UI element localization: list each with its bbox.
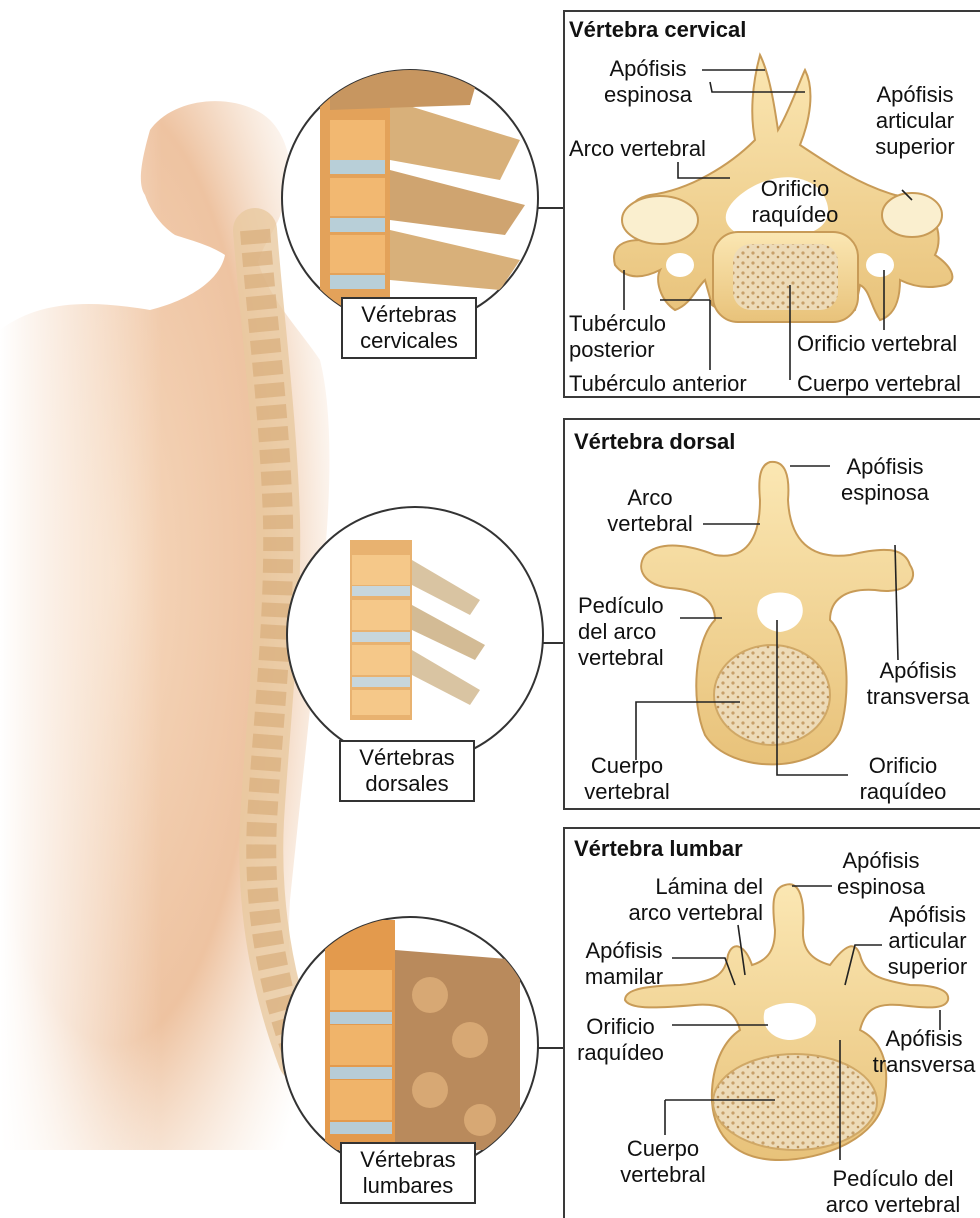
label-line: Arco bbox=[595, 485, 705, 511]
lumbar-tag: Vértebras lumbares bbox=[340, 1142, 476, 1204]
label-line: mamilar bbox=[575, 964, 673, 990]
lumbar-label-apofisis-transversa: Apófisis transversa bbox=[868, 1026, 980, 1078]
label-line: Apófisis bbox=[858, 658, 978, 684]
lumbar-tag-line1: Vértebras bbox=[342, 1147, 474, 1173]
lumbar-title: Vértebra lumbar bbox=[574, 836, 743, 862]
label-line: Apófisis bbox=[575, 938, 673, 964]
label-line: Lámina del bbox=[598, 874, 763, 900]
dorsal-circle bbox=[287, 507, 543, 763]
cervical-tag-line2: cervicales bbox=[343, 328, 475, 354]
lumbar-label-apofisis-articular-superior: Apófisis articular superior bbox=[875, 902, 980, 980]
label-line: Apófisis bbox=[860, 82, 970, 108]
label-line: Pedículo del bbox=[813, 1166, 973, 1192]
label-line: Apófisis bbox=[868, 1026, 980, 1052]
label-line: superior bbox=[875, 954, 980, 980]
lumbar-label-orificio-raquideo: Orificio raquídeo bbox=[568, 1014, 673, 1066]
label-line: transversa bbox=[868, 1052, 980, 1078]
cervical-tag-line1: Vértebras bbox=[343, 302, 475, 328]
cervical-circle bbox=[282, 70, 538, 326]
cervical-label-cuerpo-vertebral: Cuerpo vertebral bbox=[797, 371, 961, 397]
label-line: espinosa bbox=[588, 82, 708, 108]
label-line: Orificio bbox=[848, 753, 958, 779]
label-line: Tubérculo bbox=[569, 311, 666, 337]
dorsal-label-pediculo: Pedículo del arco vertebral bbox=[578, 593, 664, 671]
label-line: vertebral bbox=[572, 779, 682, 805]
cervical-label-tuberculo-posterior: Tubérculo posterior bbox=[569, 311, 666, 363]
dorsal-tag-line1: Vértebras bbox=[341, 745, 473, 771]
label-line: Cuerpo bbox=[608, 1136, 718, 1162]
cervical-title: Vértebra cervical bbox=[569, 17, 746, 43]
lumbar-label-apofisis-espinosa: Apófisis espinosa bbox=[826, 848, 936, 900]
label-line: arco vertebral bbox=[813, 1192, 973, 1218]
label-line: vertebral bbox=[608, 1162, 718, 1188]
dorsal-label-arco-vertebral: Arco vertebral bbox=[595, 485, 705, 537]
dorsal-label-apofisis-transversa: Apófisis transversa bbox=[858, 658, 978, 710]
label-line: raquídeo bbox=[735, 202, 855, 228]
cervical-label-apofisis-articular-superior: Apófisis articular superior bbox=[860, 82, 970, 160]
cervical-label-apofisis-espinosa: Apófisis espinosa bbox=[588, 56, 708, 108]
label-line: vertebral bbox=[578, 645, 664, 671]
label-line: Orificio bbox=[568, 1014, 673, 1040]
dorsal-label-cuerpo-vertebral: Cuerpo vertebral bbox=[572, 753, 682, 805]
lumbar-label-pediculo: Pedículo del arco vertebral bbox=[813, 1166, 973, 1218]
label-line: transversa bbox=[858, 684, 978, 710]
lumbar-tag-line2: lumbares bbox=[342, 1173, 474, 1199]
cervical-label-orificio-raquideo: Orificio raquídeo bbox=[735, 176, 855, 228]
cervical-tag: Vértebras cervicales bbox=[341, 297, 477, 359]
lumbar-label-apofisis-mamilar: Apófisis mamilar bbox=[575, 938, 673, 990]
label-line: espinosa bbox=[826, 874, 936, 900]
label-line: Apófisis bbox=[825, 454, 945, 480]
label-line: Orificio bbox=[735, 176, 855, 202]
label-line: vertebral bbox=[595, 511, 705, 537]
dorsal-title: Vértebra dorsal bbox=[574, 429, 735, 455]
label-line: raquídeo bbox=[848, 779, 958, 805]
lumbar-circle bbox=[282, 917, 538, 1173]
label-line: raquídeo bbox=[568, 1040, 673, 1066]
label-line: Apófisis bbox=[875, 902, 980, 928]
dorsal-tag: Vértebras dorsales bbox=[339, 740, 475, 802]
label-line: articular bbox=[860, 108, 970, 134]
cervical-label-arco-vertebral: Arco vertebral bbox=[569, 136, 706, 162]
label-line: Cuerpo bbox=[572, 753, 682, 779]
label-line: espinosa bbox=[825, 480, 945, 506]
label-line: superior bbox=[860, 134, 970, 160]
label-line: Apófisis bbox=[588, 56, 708, 82]
cervical-label-tuberculo-anterior: Tubérculo anterior bbox=[569, 371, 747, 397]
lumbar-label-lamina: Lámina del arco vertebral bbox=[598, 874, 763, 926]
lumbar-label-cuerpo-vertebral: Cuerpo vertebral bbox=[608, 1136, 718, 1188]
label-line: posterior bbox=[569, 337, 666, 363]
dorsal-label-apofisis-espinosa: Apófisis espinosa bbox=[825, 454, 945, 506]
cervical-label-orificio-vertebral: Orificio vertebral bbox=[797, 331, 957, 357]
dorsal-tag-line2: dorsales bbox=[341, 771, 473, 797]
label-line: del arco bbox=[578, 619, 664, 645]
label-line: articular bbox=[875, 928, 980, 954]
dorsal-label-orificio-raquideo: Orificio raquídeo bbox=[848, 753, 958, 805]
label-line: arco vertebral bbox=[598, 900, 763, 926]
label-line: Pedículo bbox=[578, 593, 664, 619]
label-line: Apófisis bbox=[826, 848, 936, 874]
